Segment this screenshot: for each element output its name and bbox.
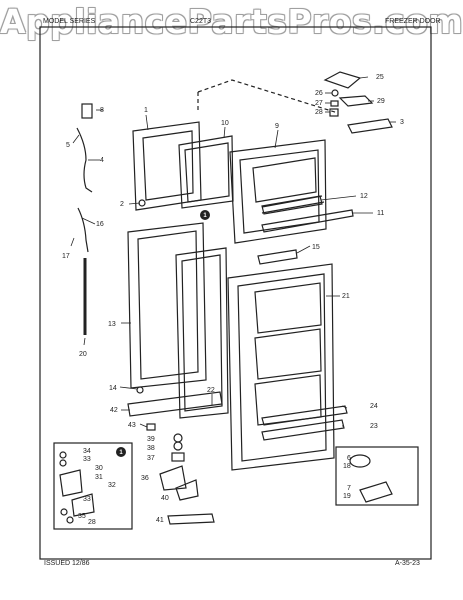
callout-29: 29 [377,98,385,105]
part-7-bracket [359,481,393,503]
part-11-shelf [261,209,354,233]
diagram-border [39,26,432,560]
callout-33-bottom: 33 [83,496,91,503]
header-series: C22T3 [190,18,212,25]
part-3-hinge-bracket [347,118,393,134]
callout-4: 4 [100,157,104,164]
part-35-nut [60,508,68,516]
inset-marker-label: 1 [203,213,207,219]
callout-14: 14 [109,385,117,392]
callout-39: 39 [147,436,155,443]
part-12-bracket [261,195,323,215]
footer-issued: ISSUED 12/86 [44,560,90,567]
callout-26: 26 [315,90,323,97]
part-32-plate [71,493,95,517]
callout-32: 32 [108,482,116,489]
callout-6: 6 [347,455,351,462]
part-43-screw [146,423,156,431]
callout-34: 34 [83,448,91,455]
callout-12: 12 [360,193,368,200]
part-34-nut [59,451,67,459]
inset-box-left [53,442,133,530]
callout-30: 30 [95,465,103,472]
callout-5: 5 [66,142,70,149]
part-28-spacer [329,108,339,117]
footer-code: A-35-23 [395,560,420,567]
part-41-bracket [167,513,215,525]
part-1-frame [132,121,202,211]
part-42-bar [127,391,223,417]
part-25-hinge [323,71,362,89]
callout-2: 2 [120,201,124,208]
part-16-handle [77,207,89,253]
callout-8: 8 [100,107,104,114]
part-33-washer [59,459,67,467]
callout-36: 36 [141,475,149,482]
part-15-bar [257,249,298,265]
part-6-cap [349,454,371,468]
part-23-rail [261,419,345,441]
inset-marker-icon [200,210,210,220]
callout-19: 19 [343,493,351,500]
callout-33-top: 33 [83,456,91,463]
callout-28: 28 [315,109,323,116]
part-27-bushing [330,100,339,107]
part-21-inner-door [227,263,335,471]
part-8-cap [81,103,93,119]
callout-10: 10 [221,120,229,127]
callout-13: 13 [108,321,116,328]
callout-22: 22 [207,387,215,394]
part-37-bushing [171,452,185,462]
part-10-gasket [178,135,234,209]
callout-25: 25 [376,74,384,81]
inset-marker-icon [116,447,126,457]
part-14-screw [136,386,144,394]
callout-37: 37 [147,455,155,462]
part-39-bolt [173,433,183,443]
part-36-hinge [159,465,187,491]
callout-31: 31 [95,474,103,481]
header-title: FREEZER DOOR [385,18,441,25]
callout-42: 42 [110,407,118,414]
part-24-shelf [261,405,348,426]
callout-7: 7 [347,485,351,492]
callout-41: 41 [156,517,164,524]
callout-17: 17 [62,253,70,260]
callout-27: 27 [315,100,323,107]
part-26-washer [331,89,339,97]
callout-20: 20 [79,351,87,358]
callout-21: 21 [342,293,350,300]
callout-43: 43 [128,422,136,429]
callout-1: 1 [144,107,148,114]
watermark: AppliancePartsPros.com [0,2,463,41]
callout-38: 38 [147,445,155,452]
part-28-bushing [66,516,74,524]
callout-40: 40 [161,495,169,502]
part-30-hinge [59,469,83,497]
header-model: MODEL SERIES [43,18,96,25]
callout-23: 23 [370,423,378,430]
callout-18: 18 [343,463,351,470]
inset-marker-label: 1 [119,450,123,456]
callout-9: 9 [275,123,279,130]
callout-11: 11 [377,210,384,217]
part-38-washer [173,441,183,451]
callout-15: 15 [312,244,320,251]
part-4-handle [76,127,93,193]
part-22-gasket [175,247,229,419]
callout-3: 3 [400,119,404,126]
inset-box-right [335,446,419,506]
callout-28-inset: 28 [88,519,96,526]
callout-16: 16 [96,221,104,228]
part-9-inner-door [229,139,327,244]
callout-24: 24 [370,403,378,410]
part-40-plate [175,479,199,501]
part-29-shim [338,95,374,107]
callout-35: 35 [78,513,86,520]
part-13-frame [127,222,207,389]
